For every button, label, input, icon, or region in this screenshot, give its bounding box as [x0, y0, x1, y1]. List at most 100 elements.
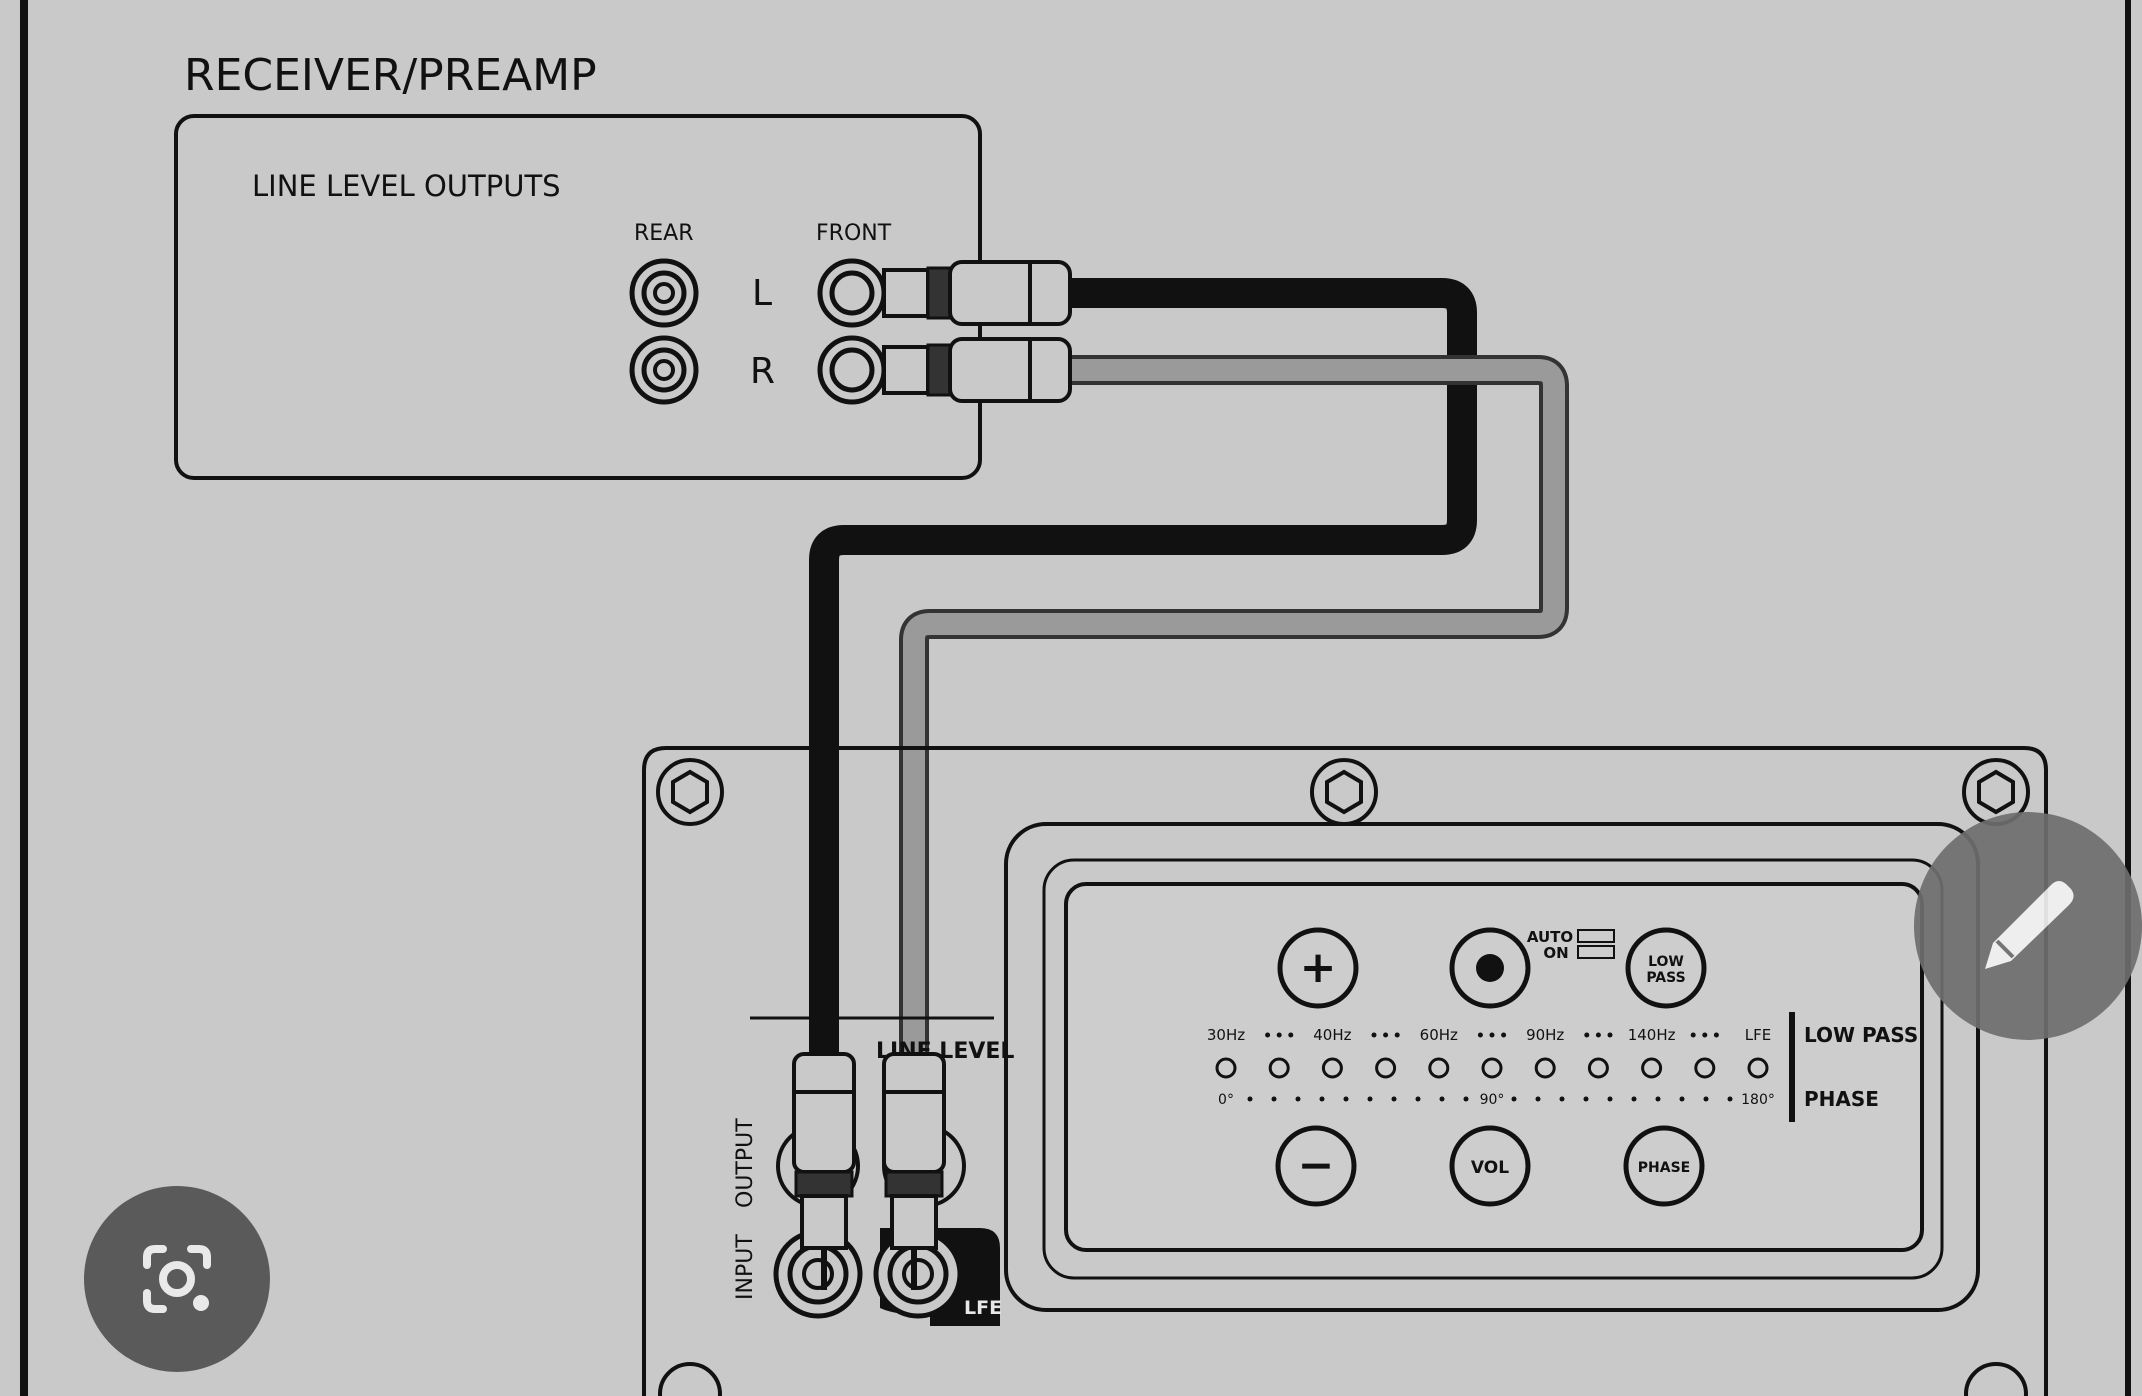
- front-left-plug: [882, 260, 1072, 326]
- phase-dot: [1631, 1096, 1637, 1102]
- led-indicators: [1215, 1057, 1769, 1079]
- lfe-label: LFE: [964, 1297, 1002, 1319]
- svg-text:VOL: VOL: [1471, 1158, 1509, 1178]
- scale-dot: [1371, 1032, 1377, 1038]
- svg-text:−: −: [1298, 1140, 1335, 1191]
- phase-dot: [1271, 1096, 1277, 1102]
- led-indicator: [1534, 1057, 1556, 1079]
- rear-label: REAR: [634, 221, 694, 246]
- phase-dot: [1367, 1096, 1373, 1102]
- pencil-icon: [1985, 881, 2074, 969]
- sub-right-plug: [882, 1052, 946, 1290]
- phase-dot: [1607, 1096, 1613, 1102]
- phase-dot: [1319, 1096, 1325, 1102]
- line-level-outputs-label: LINE LEVEL OUTPUTS: [252, 169, 561, 203]
- phase-dot: [1679, 1096, 1685, 1102]
- subwoofer-panel: [642, 746, 2048, 1396]
- freq-label: 140Hz: [1628, 1026, 1676, 1044]
- screw-top-left: [656, 758, 724, 826]
- svg-text:+: +: [1300, 942, 1337, 993]
- freq-label: 30Hz: [1207, 1026, 1245, 1044]
- svg-text:ON: ON: [1543, 944, 1568, 962]
- right-channel-label: R: [750, 351, 775, 392]
- phase-dot: [1295, 1096, 1301, 1102]
- phase-dot: [1535, 1096, 1541, 1102]
- scale-dot: [1383, 1032, 1389, 1038]
- svg-text:AUTO: AUTO: [1527, 928, 1573, 946]
- phase-dot: [1415, 1096, 1421, 1102]
- led-indicator: [1428, 1057, 1450, 1079]
- scale-dot: [1477, 1032, 1483, 1038]
- frequency-scale: 30Hz 40Hz 60Hz 90Hz 140Hz LFE: [1207, 1026, 1771, 1044]
- receiver-title: RECEIVER/PREAMP: [184, 50, 597, 101]
- rear-left-jack: [629, 258, 699, 328]
- rear-right-jack: [629, 335, 699, 405]
- phase-dot: [1583, 1096, 1589, 1102]
- scale-dot: [1595, 1032, 1601, 1038]
- low-pass-button-graphic: LOW PASS: [1625, 927, 1707, 1009]
- sub-left-plug: [792, 1052, 856, 1290]
- phase-dot: [1703, 1096, 1709, 1102]
- phase-label: 180°: [1741, 1092, 1775, 1108]
- auto-on-button-graphic: AUTO ON: [1449, 927, 1615, 1009]
- svg-text:PASS: PASS: [1646, 970, 1685, 986]
- phase-dot: [1559, 1096, 1565, 1102]
- lens-search-button[interactable]: [84, 1186, 270, 1372]
- scale-dot: [1265, 1032, 1271, 1038]
- phase-dot: [1343, 1096, 1349, 1102]
- scale-dot: [1702, 1032, 1708, 1038]
- gray-cable: [903, 359, 1565, 1056]
- freq-label: 60Hz: [1420, 1026, 1458, 1044]
- phase-dot: [1463, 1096, 1469, 1102]
- scale-dot: [1489, 1032, 1495, 1038]
- led-indicator: [1375, 1057, 1397, 1079]
- led-indicator: [1694, 1057, 1716, 1079]
- phase-button-graphic: PHASE: [1623, 1125, 1705, 1207]
- scale-dot: [1713, 1032, 1719, 1038]
- front-label: FRONT: [816, 221, 892, 246]
- scale-dot: [1501, 1032, 1507, 1038]
- freq-label: 40Hz: [1313, 1026, 1351, 1044]
- scale-dot: [1288, 1032, 1294, 1038]
- phase-label: 0°: [1218, 1092, 1234, 1108]
- phase-label: 90°: [1480, 1092, 1505, 1108]
- scale-dot: [1276, 1032, 1282, 1038]
- led-indicator: [1747, 1057, 1769, 1079]
- input-label: INPUT: [733, 1234, 758, 1300]
- led-indicator: [1481, 1057, 1503, 1079]
- led-indicator: [1321, 1057, 1343, 1079]
- freq-label: 90Hz: [1526, 1026, 1564, 1044]
- phase-dot: [1247, 1096, 1253, 1102]
- led-indicator: [1268, 1057, 1290, 1079]
- screw-bottom-right: [1964, 1362, 2028, 1396]
- control-panel-bezel: [1004, 822, 1980, 1312]
- left-channel-label: L: [752, 273, 772, 314]
- led-indicator: [1215, 1057, 1237, 1079]
- led-indicator: [1587, 1057, 1609, 1079]
- vol-button-graphic: VOL: [1449, 1125, 1531, 1207]
- phase-scale: 0° 90° 180°: [1218, 1092, 1775, 1108]
- output-label: OUTPUT: [733, 1118, 758, 1208]
- plus-button-graphic: +: [1277, 927, 1359, 1009]
- phase-side-label: PHASE: [1804, 1087, 1879, 1111]
- phase-dot: [1655, 1096, 1661, 1102]
- scale-dot: [1584, 1032, 1590, 1038]
- camera-search-icon: [143, 1245, 211, 1313]
- minus-button-graphic: −: [1275, 1125, 1357, 1207]
- svg-text:PHASE: PHASE: [1638, 1160, 1690, 1176]
- svg-text:LOW: LOW: [1648, 954, 1684, 970]
- phase-dot: [1727, 1096, 1733, 1102]
- scale-dot: [1394, 1032, 1400, 1038]
- freq-label: LFE: [1745, 1026, 1771, 1044]
- scale-dot: [1607, 1032, 1613, 1038]
- phase-dot: [1391, 1096, 1397, 1102]
- led-indicator: [1641, 1057, 1663, 1079]
- low-pass-side-label: LOW PASS: [1804, 1023, 1918, 1047]
- front-right-plug: [882, 337, 1072, 403]
- edit-button[interactable]: [1914, 812, 2142, 1040]
- scale-dot: [1690, 1032, 1696, 1038]
- screw-bottom-left: [658, 1362, 722, 1396]
- black-cable: [809, 278, 1477, 1056]
- phase-dot: [1439, 1096, 1445, 1102]
